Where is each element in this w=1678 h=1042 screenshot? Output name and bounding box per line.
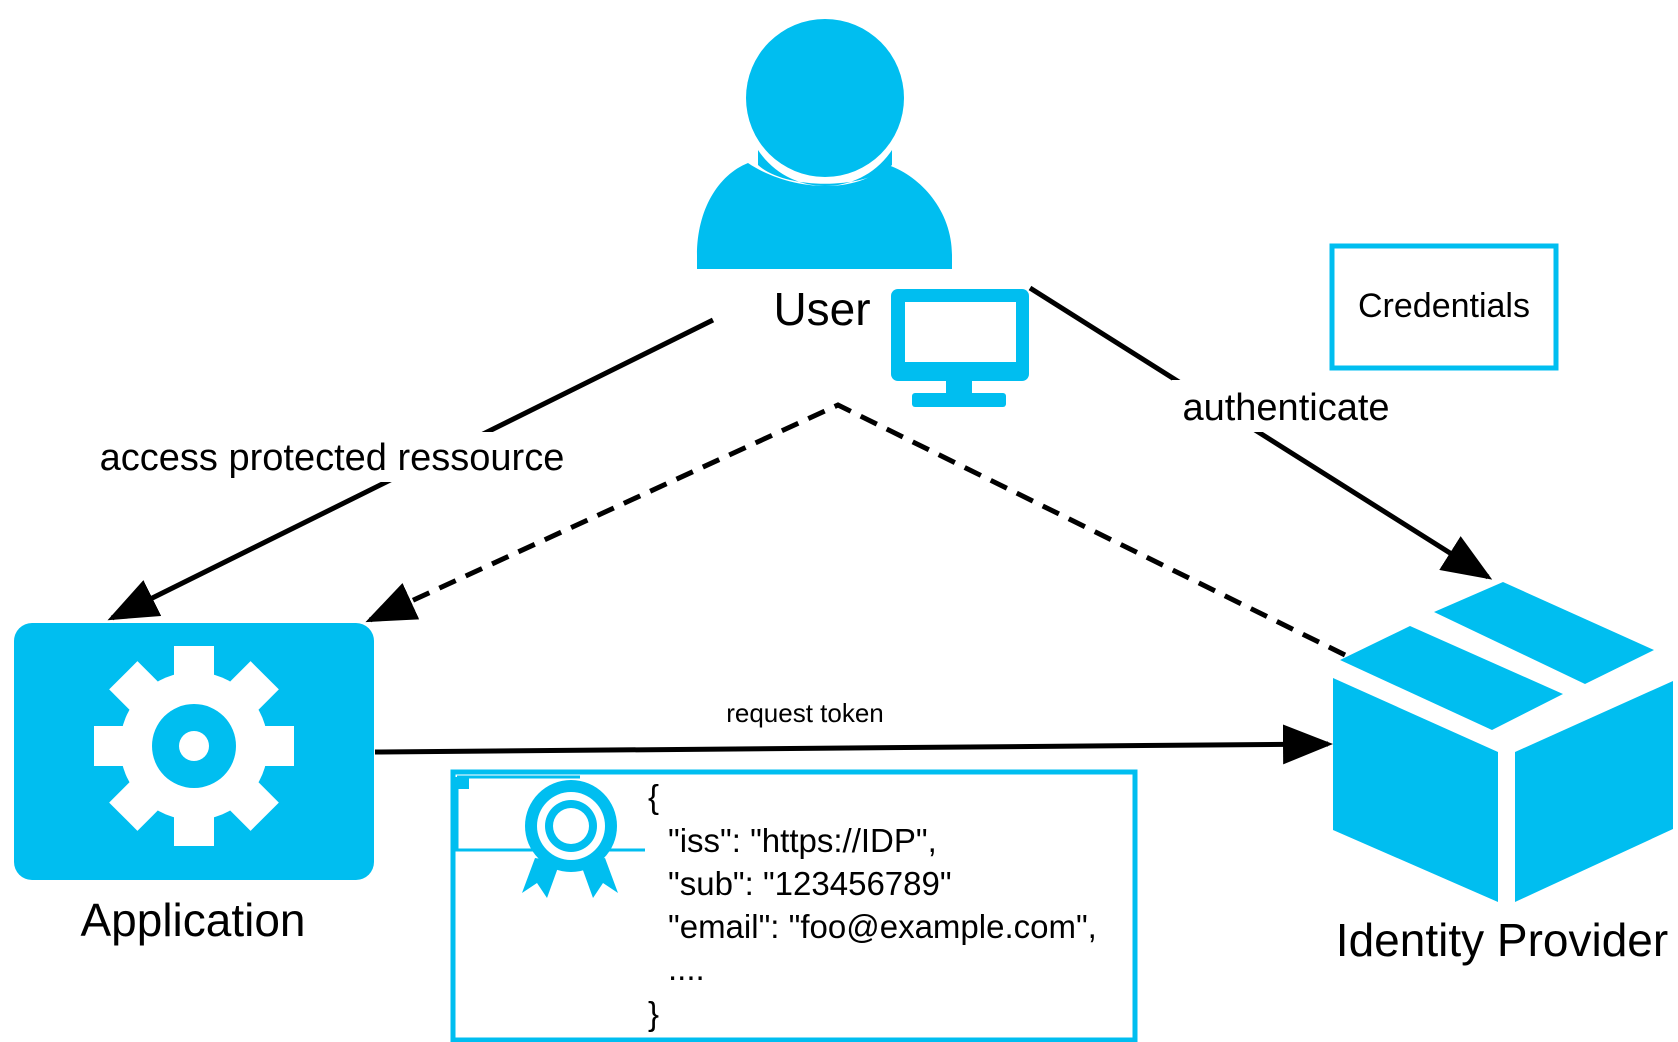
edge-redirect-dashed-line [365,402,1347,658]
token-json: { "iss": "https://IDP", "sub": "12345678… [648,778,1097,1032]
application-label: Application [80,894,305,946]
credentials-box: Credentials [1329,243,1559,371]
box-icon [1333,582,1673,902]
token-line: "email": "foo@example.com", [668,908,1097,945]
token-line: { [648,778,659,815]
user-label: User [773,283,870,335]
token-box: { "iss": "https://IDP", "sub": "12345678… [450,769,1138,1042]
credentials-label: Credentials [1358,287,1530,325]
edge-access-label-group: access protected ressource [82,432,582,482]
application-node [14,623,374,880]
certificate-icon [522,780,618,898]
edge-access-label: access protected ressource [100,437,565,479]
edge-authenticate-line [1028,285,1493,580]
edge-request-token-label: request token [726,698,884,728]
edge-authenticate-label-group: authenticate [1172,380,1400,432]
user-icon [697,19,952,269]
gear-icon [94,646,294,846]
token-line: .... [668,950,705,987]
identity-provider-label: Identity Provider [1336,914,1668,966]
edge-authenticate-label: authenticate [1182,387,1389,429]
token-line: "sub": "123456789" [668,865,952,902]
token-line: "iss": "https://IDP", [668,822,937,859]
monitor-icon [891,289,1029,407]
token-line: } [648,995,659,1032]
edge-request-token-line [374,724,1333,765]
